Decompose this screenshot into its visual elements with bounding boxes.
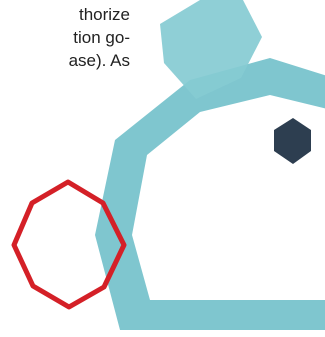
large-teal-hexagon	[95, 58, 325, 330]
dark-hexagon	[274, 118, 311, 164]
text-line-2: tion go-	[73, 28, 130, 47]
red-hexagon-outline	[11, 179, 127, 310]
text-line-1: thorize	[78, 5, 130, 24]
text-line-3: ase). As	[68, 51, 130, 70]
small-teal-hexagon	[160, 0, 262, 99]
body-text-fragment: thorize tion go- ase). As	[0, 3, 130, 72]
